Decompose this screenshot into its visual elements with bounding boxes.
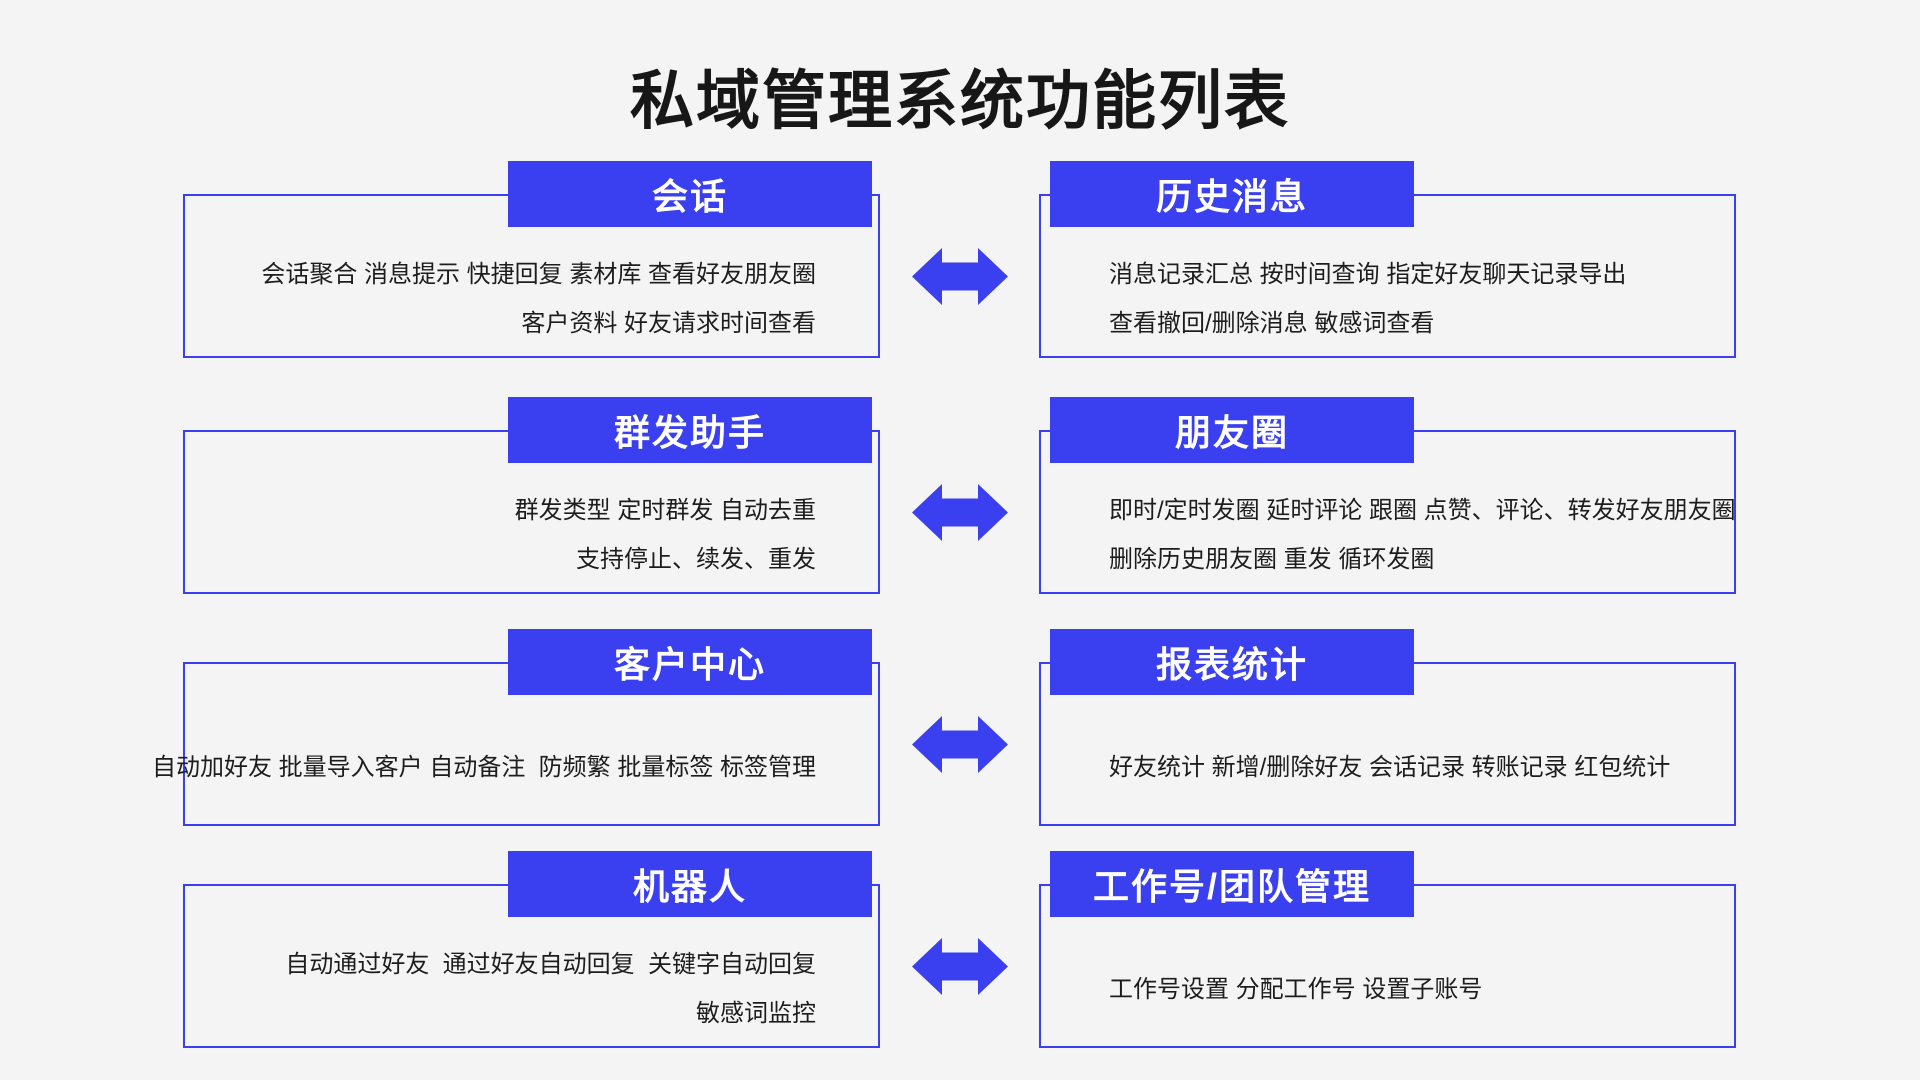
feature-card-content-mass-send: 群发类型 定时群发 自动去重 支持停止、续发、重发 bbox=[183, 463, 880, 595]
feature-line: 即时/定时发圈 延时评论 跟圈 点赞、评论、转发好友朋友圈 bbox=[1109, 497, 1736, 524]
feature-card-header-robot: 机器人 bbox=[508, 851, 872, 917]
feature-card-header-report-stats: 报表统计 bbox=[1050, 629, 1414, 695]
feature-card-content-customer-center: 自动加好友 批量导入客户 自动备注 防频繁 批量标签 标签管理 bbox=[152, 695, 880, 827]
feature-card-content-moments: 即时/定时发圈 延时评论 跟圈 点赞、评论、转发好友朋友圈 删除历史朋友圈 重发… bbox=[1039, 463, 1736, 595]
feature-card-content-session: 会话聚合 消息提示 快捷回复 素材库 查看好友朋友圈 客户资料 好友请求时间查看 bbox=[183, 227, 880, 359]
feature-row-3: 客户中心 自动加好友 批量导入客户 自动备注 防频繁 批量标签 标签管理 报表统… bbox=[152, 629, 1736, 827]
feature-line: 自动加好友 批量导入客户 自动备注 防频繁 批量标签 标签管理 bbox=[151, 753, 816, 781]
feature-line: 好友统计 新增/删除好友 会话记录 转账记录 红包统计 bbox=[1109, 753, 1671, 781]
feature-card-content-robot: 自动通过好友 通过好友自动回复 关键字自动回复 敏感词监控 bbox=[183, 917, 880, 1049]
feature-card-header-moments: 朋友圈 bbox=[1050, 397, 1414, 463]
feature-card-header-work-account: 工作号/团队管理 bbox=[1050, 851, 1414, 917]
feature-card-header-session: 会话 bbox=[508, 161, 872, 227]
feature-line: 自动通过好友 通过好友自动回复 关键字自动回复 bbox=[285, 951, 816, 978]
feature-card-content-work-account: 工作号设置 分配工作号 设置子账号 bbox=[1039, 917, 1736, 1049]
feature-card-header-customer-center: 客户中心 bbox=[508, 629, 872, 695]
feature-line: 群发类型 定时群发 自动去重 bbox=[514, 497, 816, 524]
double-arrow-icon bbox=[912, 716, 1008, 773]
feature-row-2: 群发助手 群发类型 定时群发 自动去重 支持停止、续发、重发 朋友圈 即时/定时… bbox=[183, 397, 1736, 595]
double-arrow-icon bbox=[912, 484, 1008, 541]
feature-line: 会话聚合 消息提示 快捷回复 素材库 查看好友朋友圈 bbox=[261, 261, 816, 288]
feature-card-content-report-stats: 好友统计 新增/删除好友 会话记录 转账记录 红包统计 bbox=[1039, 695, 1736, 827]
feature-line: 删除历史朋友圈 重发 循环发圈 bbox=[1109, 546, 1435, 573]
feature-row-4: 机器人 自动通过好友 通过好友自动回复 关键字自动回复 敏感词监控 工作号/团队… bbox=[183, 851, 1736, 1049]
feature-line: 支持停止、续发、重发 bbox=[576, 546, 816, 573]
feature-line: 查看撤回/删除消息 敏感词查看 bbox=[1109, 310, 1435, 337]
feature-line: 敏感词监控 bbox=[696, 1000, 816, 1027]
feature-line: 工作号设置 分配工作号 设置子账号 bbox=[1109, 975, 1483, 1003]
feature-row-1: 会话 会话聚合 消息提示 快捷回复 素材库 查看好友朋友圈 客户资料 好友请求时… bbox=[183, 161, 1736, 359]
double-arrow-icon bbox=[912, 938, 1008, 995]
feature-line: 客户资料 好友请求时间查看 bbox=[521, 310, 816, 337]
feature-card-header-history-messages: 历史消息 bbox=[1050, 161, 1414, 227]
double-arrow-icon bbox=[912, 248, 1008, 305]
page-title: 私域管理系统功能列表 bbox=[630, 65, 1290, 137]
feature-card-content-history-messages: 消息记录汇总 按时间查询 指定好友聊天记录导出 查看撤回/删除消息 敏感词查看 bbox=[1039, 227, 1736, 359]
feature-card-header-mass-send: 群发助手 bbox=[508, 397, 872, 463]
feature-line: 消息记录汇总 按时间查询 指定好友聊天记录导出 bbox=[1109, 261, 1627, 288]
